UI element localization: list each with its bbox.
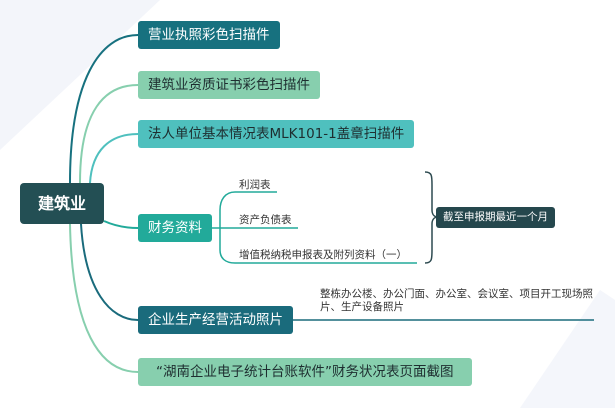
- branch-legal-entity-form[interactable]: 法人单位基本情况表MLK101-1盖章扫描件: [138, 120, 415, 148]
- sub-branch-lines: [219, 191, 417, 264]
- connector-5: [80, 223, 139, 321]
- branch-business-license[interactable]: 营业执照彩色扫描件: [138, 21, 280, 49]
- summary-note[interactable]: 截至申报期最近一个月: [436, 207, 555, 228]
- connector-2: [79, 84, 139, 184]
- background-shape: [0, 0, 160, 150]
- connector-1: [69, 34, 139, 184]
- branch-financial-data[interactable]: 财务资料: [138, 214, 212, 242]
- branch-qualification-certificate[interactable]: 建筑业资质证书彩色扫描件: [138, 71, 320, 99]
- sub-item-balance-sheet[interactable]: 资产负债表: [239, 214, 292, 226]
- sub-item-vat-return[interactable]: 增值税纳税申报表及附列资料（一）: [239, 249, 407, 261]
- photos-detail[interactable]: 整栋办公楼、办公门面、办公室、会议室、项目开工现场照片、生产设备照片: [320, 288, 593, 313]
- connector-6: [69, 223, 139, 373]
- branch-operation-photos[interactable]: 企业生产经营活动照片: [138, 306, 293, 334]
- branch-software-screenshot[interactable]: “湖南企业电子统计台账软件”财务状况表页面截图: [138, 358, 472, 386]
- connector-4: [103, 220, 139, 229]
- connector-3: [89, 133, 139, 184]
- root-node[interactable]: 建筑业: [20, 183, 104, 224]
- sub-item-income-statement[interactable]: 利润表: [239, 179, 271, 191]
